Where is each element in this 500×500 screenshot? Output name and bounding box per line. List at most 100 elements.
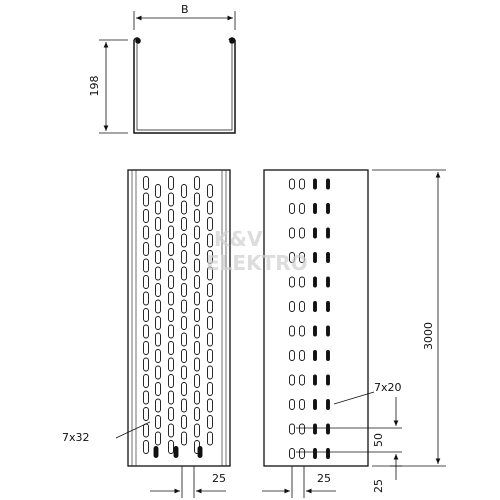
side-slot [207,349,213,363]
side-slot [207,200,213,215]
base-slot [326,448,330,459]
side-slot [155,431,161,446]
base-slot [289,325,295,337]
side-slot [143,341,149,355]
side-slot [194,225,200,240]
base-slot [289,374,295,386]
side-slot [194,308,200,322]
side-slot [155,266,161,281]
base-slot [289,203,295,214]
side-slot [181,250,187,264]
side-slot [207,415,213,429]
side-slot [194,275,200,289]
bottom-offset-label: 25 [372,479,385,493]
side-slot [143,407,149,421]
length-dimension [372,169,446,467]
side-slot [194,390,200,405]
side-slot [194,423,200,438]
side-slot [194,291,200,306]
base-slot [299,227,305,239]
base-slot [326,203,330,214]
side-slot-filled [173,446,179,458]
side-slot [155,382,161,396]
side-slot [143,242,149,256]
base-edge-dimension [262,466,336,498]
base-slot [313,203,317,214]
width-label: B [181,3,189,16]
pitch-dimension [296,397,402,480]
base-slot [299,178,305,190]
watermark-line2: ELEKTRO [206,251,308,275]
side-slot [168,440,174,454]
side-slot [143,258,149,273]
tray-profile [133,40,236,134]
side-slot [155,250,161,264]
side-slot [207,184,213,198]
base-slot [289,399,295,410]
base-hole-leader [333,391,375,405]
side-slot [143,324,149,339]
side-slot [143,374,149,388]
side-slot [181,332,187,347]
side-slot [207,382,213,396]
base-slot [289,301,295,312]
side-slot [168,357,174,372]
base-edge-label: 25 [317,472,331,485]
base-slot [313,252,317,263]
side-slot [194,209,200,223]
side-slot [143,192,149,207]
side-slot [168,176,174,190]
side-slot [143,390,149,405]
side-slot [181,415,187,429]
side-slot [181,382,187,396]
side-slot [168,258,174,273]
side-slot [181,217,187,231]
side-slot-filled [153,446,159,458]
side-slot [181,316,187,330]
side-slot [155,415,161,429]
base-view [263,169,369,467]
base-slot [289,227,295,239]
side-slot [181,283,187,297]
base-slot [299,252,305,263]
side-slot [155,200,161,215]
side-slot [207,332,213,347]
side-slot [155,316,161,330]
base-slot [289,448,295,459]
base-slot [299,423,305,435]
watermark-line1: K&V [214,227,263,251]
side-slot [207,316,213,330]
side-slot [143,275,149,289]
side-slot [194,176,200,190]
base-slot [326,178,330,190]
base-slot [326,374,330,386]
side-slot [143,291,149,306]
base-slot [313,423,317,435]
side-slot [181,431,187,446]
base-slot [289,178,295,190]
side-slot [194,407,200,421]
base-slot [299,350,305,361]
side-slot [181,365,187,380]
side-slot [207,266,213,281]
side-slot [168,291,174,306]
side-slot [168,192,174,207]
side-slot [143,308,149,322]
side-slot [207,250,213,264]
base-slot [326,227,330,239]
side-slot [207,299,213,314]
side-slot [181,349,187,363]
base-slot [299,325,305,337]
side-slot [168,374,174,388]
side-slot [168,275,174,289]
side-slot [207,283,213,297]
side-slot [155,217,161,231]
base-slot [313,325,317,337]
side-slot [155,398,161,413]
tray-inner-wall [136,44,233,131]
side-slot [155,184,161,198]
side-slot [181,299,187,314]
base-slot [289,252,295,263]
side-hole-label: 7x32 [62,431,90,444]
base-slot [313,276,317,288]
